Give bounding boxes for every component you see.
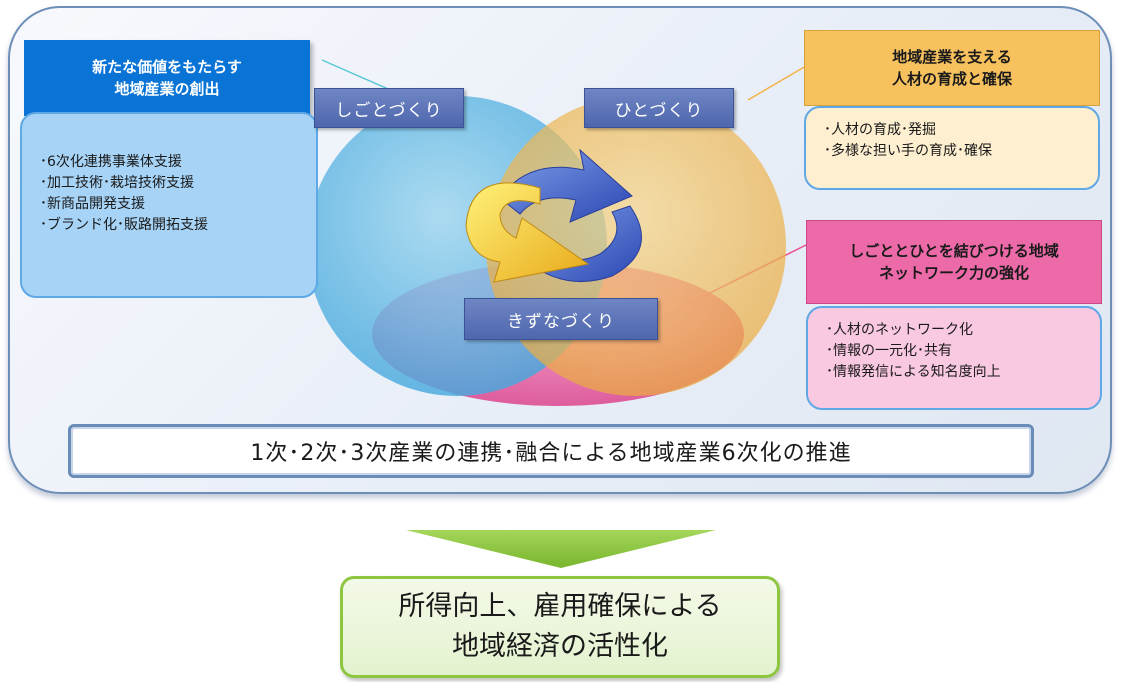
result-line-2: 地域経済の活性化 bbox=[452, 631, 668, 662]
list-item: ･加工技術･栽培技術支援 bbox=[40, 175, 194, 191]
result-line-1: 所得向上、雇用確保による bbox=[398, 591, 722, 622]
list-item: ･情報の一元化･共有 bbox=[826, 343, 952, 359]
shigoto-label: しごとづくり bbox=[314, 88, 464, 128]
hito-heading: 地域産業を支える 人材の育成と確保 bbox=[804, 30, 1100, 106]
cycle-arrows-icon bbox=[465, 148, 643, 283]
hito-label: ひとづくり bbox=[584, 88, 734, 128]
down-arrow-icon bbox=[406, 530, 716, 568]
kizuna-list-box: ･人材のネットワーク化 ･情報の一元化･共有 ･情報発信による知名度向上 bbox=[806, 306, 1102, 410]
list-item: ･情報発信による知名度向上 bbox=[826, 364, 1001, 380]
connector-line-shigoto bbox=[321, 59, 396, 93]
list-item: ･多様な担い手の育成･確保 bbox=[824, 143, 992, 159]
connector-line-hito bbox=[747, 65, 807, 101]
list-item: ･新商品開発支援 bbox=[40, 196, 145, 212]
list-item: ･6次化連携事業体支援 bbox=[40, 154, 182, 170]
shigoto-heading: 新たな価値をもたらす 地域産業の創出 bbox=[24, 40, 310, 116]
list-item: ･ブランド化･販路開拓支援 bbox=[40, 217, 208, 233]
hito-list-box: ･人材の育成･発掘 ･多様な担い手の育成･確保 bbox=[804, 106, 1100, 190]
result-box: 所得向上、雇用確保による 地域経済の活性化 bbox=[340, 576, 780, 678]
list-item: ･人材の育成･発掘 bbox=[824, 122, 936, 138]
kizuna-label: きずなづくり bbox=[464, 298, 658, 340]
kizuna-heading: しごととひとを結びつける地域 ネットワーク力の強化 bbox=[806, 220, 1102, 304]
list-item: ･人材のネットワーク化 bbox=[826, 322, 973, 338]
slogan-banner: 1次･2次･3次産業の連携･融合による地域産業6次化の推進 bbox=[68, 424, 1034, 478]
shigoto-list-box: ･6次化連携事業体支援 ･加工技術･栽培技術支援 ･新商品開発支援 ･ブランド化… bbox=[20, 112, 318, 298]
